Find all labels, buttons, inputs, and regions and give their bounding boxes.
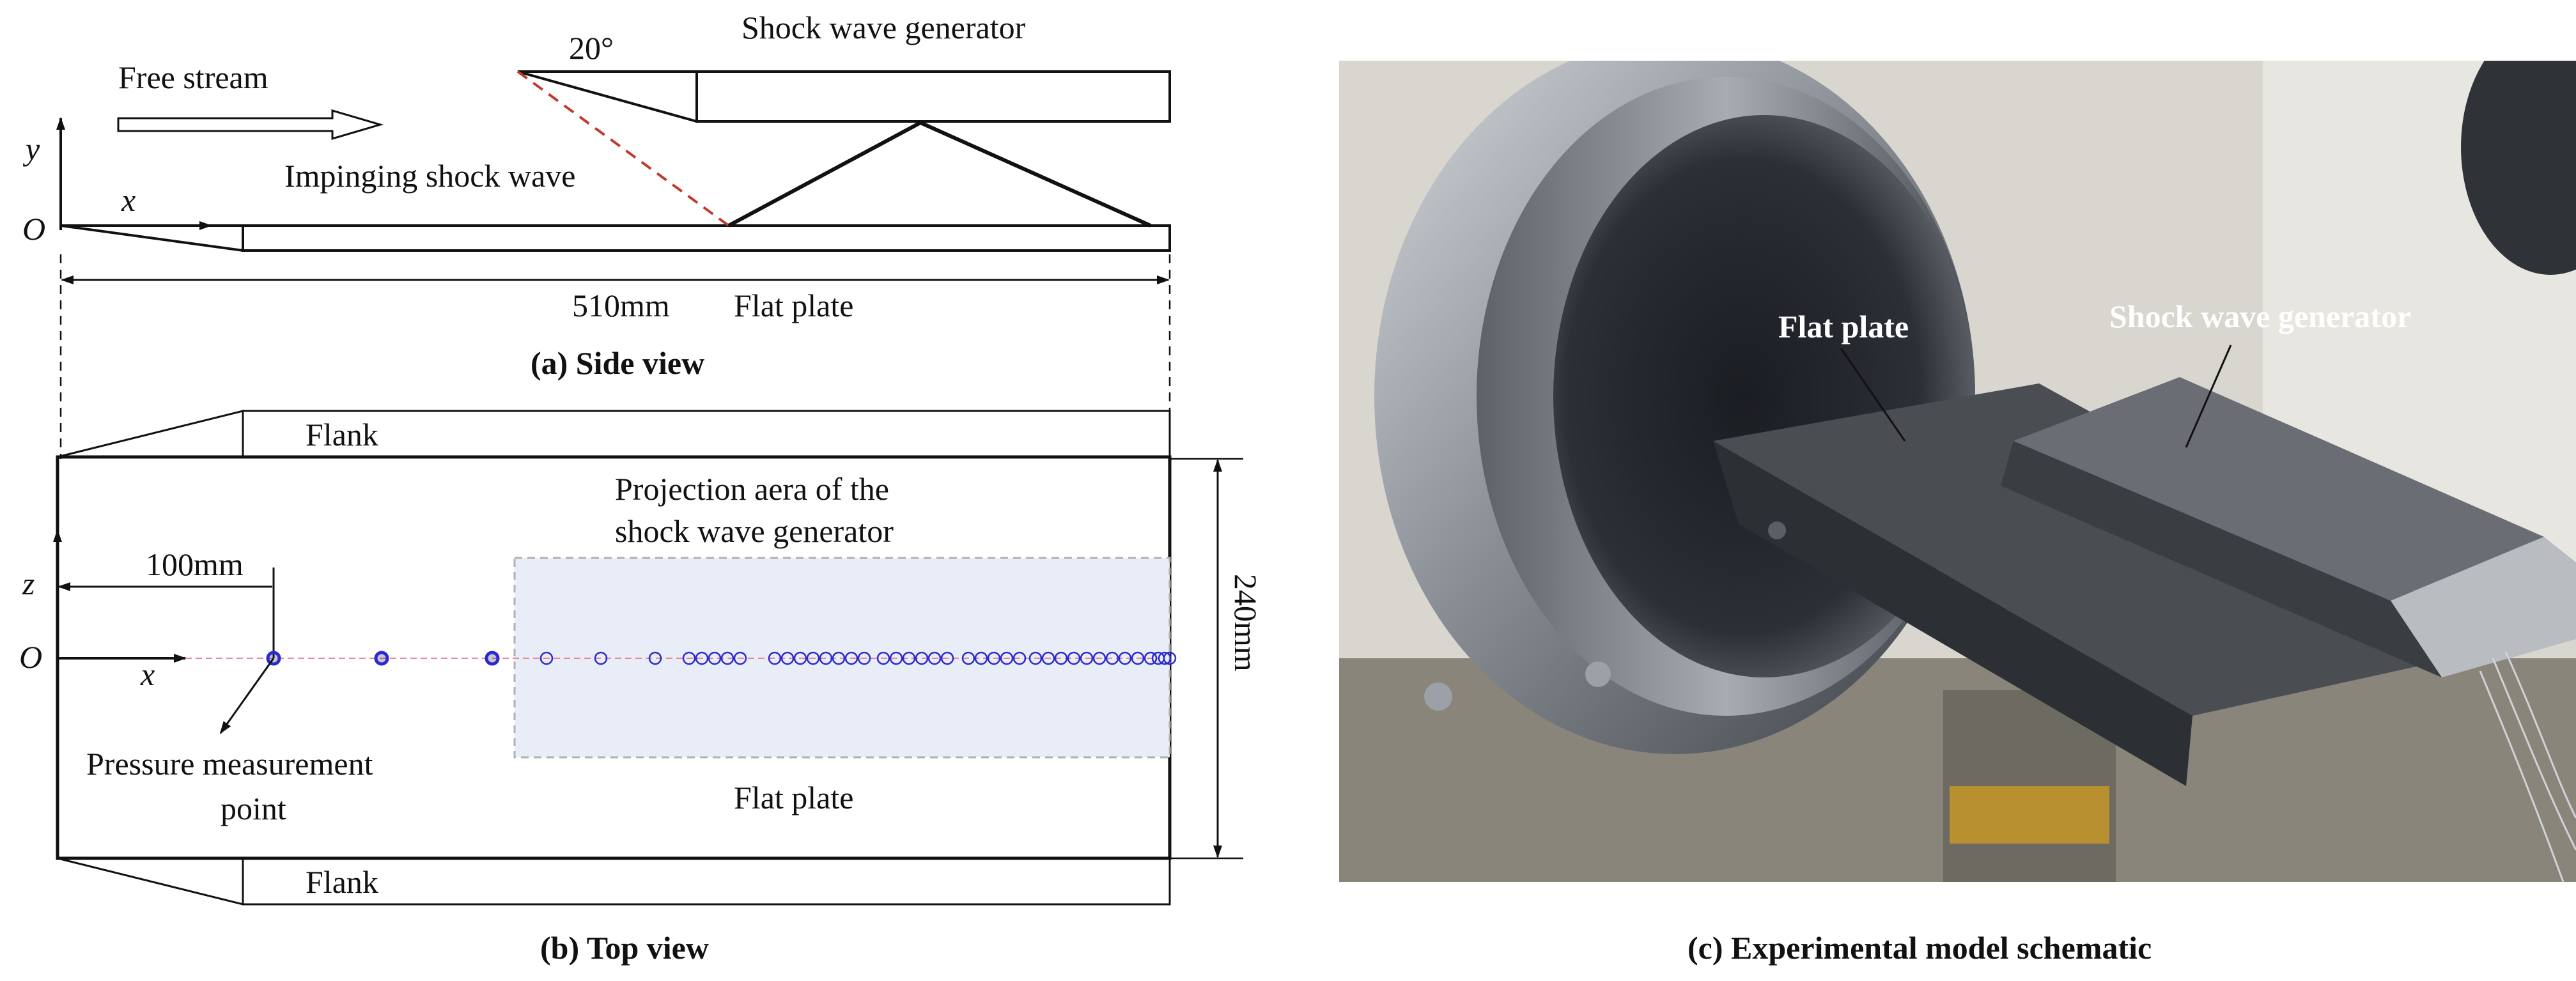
photo-generator-label: Shock wave generator — [2109, 298, 2411, 334]
length-label: 510mm — [572, 288, 670, 323]
photo-plate-label: Flat plate — [1778, 309, 1909, 344]
measurement-point — [961, 651, 975, 665]
side-view-panel: y O x Free stream 20° Shock wave generat… — [22, 10, 1171, 459]
pressure-measurement-points — [266, 651, 1177, 666]
measurement-point — [1067, 651, 1081, 665]
measurement-point — [720, 651, 734, 665]
plate-side — [242, 224, 1171, 252]
flank-bottom-wedge — [57, 857, 244, 906]
generator-body — [695, 70, 1171, 123]
top-view-panel: Flank Flank Projection aera of the shock… — [19, 410, 1264, 966]
projection-label-2: shock wave generator — [615, 513, 894, 549]
measurement-point — [733, 651, 747, 665]
measurement-point — [1105, 651, 1119, 665]
plate-leading-edge — [60, 224, 244, 252]
caption-photo: (c) Experimental model schematic — [1688, 930, 2152, 966]
model-generator-top — [2013, 377, 2544, 601]
impinging-shock-line — [516, 70, 730, 227]
window-porthole — [2461, 61, 2576, 275]
model-generator-front — [2391, 537, 2576, 677]
origin-label-top: O — [19, 639, 42, 675]
measurement-point — [927, 651, 942, 665]
measurement-point — [374, 651, 389, 666]
model-plate-side — [1713, 441, 2192, 786]
model-plate-top — [1713, 383, 2512, 716]
generator-wedge — [517, 70, 698, 123]
free-stream-label: Free stream — [118, 59, 268, 95]
reflected-shock-line — [727, 120, 1152, 228]
bolt-2 — [1585, 661, 1611, 687]
measurement-point — [876, 651, 890, 665]
measurement-point — [902, 651, 916, 665]
x-axis-label-side: x — [121, 182, 136, 218]
projection-label-1: Projection aera of the — [615, 471, 889, 507]
measurement-point — [819, 651, 833, 665]
pressure-leader — [219, 658, 275, 734]
angle-label: 20° — [569, 30, 614, 66]
flank-bottom — [242, 857, 1171, 906]
measurement-point — [695, 651, 709, 665]
measurement-point — [1028, 651, 1043, 665]
measurement-point — [648, 651, 662, 665]
impinging-shock-label: Impinging shock wave — [284, 158, 575, 194]
measurement-point — [889, 651, 903, 665]
measurement-point — [793, 651, 807, 665]
measurement-point — [832, 651, 846, 665]
x-axis-label-top: x — [140, 656, 155, 692]
measurement-point — [806, 651, 820, 665]
measurement-point — [1000, 651, 1014, 665]
measurement-point — [539, 651, 554, 665]
measurement-point — [708, 651, 722, 665]
flank-top — [242, 410, 1171, 458]
caption-top: (b) Top view — [540, 930, 709, 966]
flank-top-wedge — [57, 410, 244, 458]
pressure-label-1: Pressure measurement — [86, 746, 373, 782]
bolt-1 — [1424, 683, 1452, 711]
measurement-point — [768, 651, 782, 665]
measurement-point — [915, 651, 929, 665]
measurement-point — [1158, 651, 1172, 665]
pressure-label-2: point — [221, 791, 286, 826]
measurement-point — [940, 651, 954, 665]
plate-label-side: Flat plate — [734, 288, 853, 323]
measurement-point — [485, 651, 500, 666]
measurement-point — [1041, 651, 1055, 665]
measurement-point — [1080, 651, 1094, 665]
caption-side: (a) Side view — [531, 345, 704, 381]
measurement-point — [1144, 651, 1158, 665]
flank-bottom-label: Flank — [306, 864, 378, 900]
measurement-point — [1118, 651, 1132, 665]
y-axis-label: y — [22, 131, 40, 167]
measurement-point — [1054, 651, 1068, 665]
bolt-3 — [1768, 521, 1786, 539]
sensor-wires — [2479, 651, 2576, 882]
measurement-point — [987, 651, 1001, 665]
flank-top-label: Flank — [306, 417, 378, 452]
generator-label-side: Shock wave generator — [741, 10, 1026, 45]
measurement-point — [1013, 651, 1027, 665]
measurement-point — [1092, 651, 1106, 665]
plate-leader — [1840, 348, 1906, 442]
measurement-point — [974, 651, 988, 665]
origin-label-side: O — [22, 211, 45, 247]
measurement-point — [594, 651, 608, 665]
width-label: 240mm — [1228, 574, 1264, 672]
free-stream-arrow — [117, 109, 384, 141]
generator-leader — [2185, 344, 2232, 448]
measurement-point — [780, 651, 795, 665]
measurement-point — [1131, 651, 1145, 665]
support-tape — [1950, 786, 2109, 844]
measurement-point — [1163, 651, 1177, 665]
experimental-photo: Flat plate Shock wave generator (c) Expe… — [1339, 61, 2576, 966]
measurement-point — [682, 651, 696, 665]
measurement-point — [857, 651, 871, 665]
offset-label: 100mm — [146, 546, 244, 582]
z-axis-label: z — [22, 566, 35, 601]
plate-label-top: Flat plate — [734, 780, 853, 815]
model-generator-side — [2001, 441, 2442, 677]
measurement-point — [844, 651, 858, 665]
